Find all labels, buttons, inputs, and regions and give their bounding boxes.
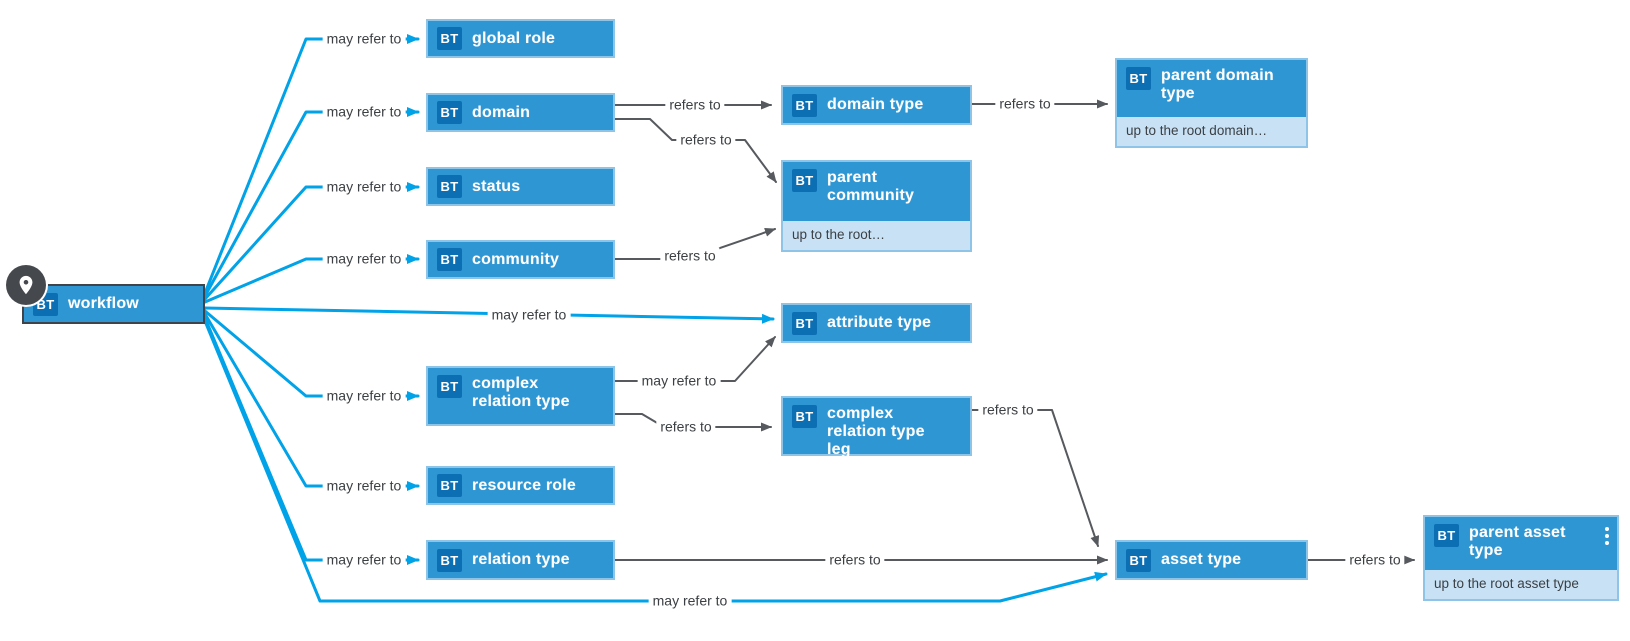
node-label: parent domain type: [1161, 67, 1274, 102]
pin-icon[interactable]: [6, 265, 46, 305]
node-workflow[interactable]: BT workflow: [22, 284, 205, 324]
bt-badge: BT: [1434, 524, 1459, 547]
node-note: up to the root…: [783, 221, 970, 250]
edge-label: may refer to: [487, 306, 571, 324]
node-label: parent asset type: [1469, 524, 1566, 559]
edge-label: may refer to: [322, 103, 406, 121]
node-label: domain: [472, 103, 531, 121]
node-label: workflow: [68, 295, 139, 312]
edge-label: may refer to: [322, 551, 406, 569]
edge-workflow-complex-relation-type[interactable]: [203, 309, 420, 401]
node-label: relation type: [472, 551, 570, 568]
bt-badge: BT: [792, 169, 817, 192]
node-label: domain type: [827, 96, 924, 113]
node-status[interactable]: BT status: [426, 167, 615, 206]
edge-label: refers to: [995, 95, 1055, 113]
edge-label: refers to: [660, 247, 720, 265]
node-label: status: [472, 177, 521, 195]
bt-badge: BT: [437, 548, 462, 572]
node-label: global role: [472, 29, 556, 47]
edge-label: refers to: [1345, 551, 1405, 569]
node-label: attribute type: [827, 314, 932, 331]
node-resource-role[interactable]: BT resource role: [426, 466, 615, 505]
edge-label: may refer to: [322, 178, 406, 196]
node-complex-relation-type-leg[interactable]: BT complex relation type leg: [781, 396, 972, 458]
bt-badge: BT: [437, 101, 462, 124]
edge-workflow-status[interactable]: [203, 182, 420, 301]
bt-badge: BT: [437, 175, 462, 198]
node-parent-community[interactable]: BT parent community up to the root…: [781, 160, 972, 252]
node-relation-type[interactable]: BT relation type: [426, 540, 615, 580]
node-parent-domain-type[interactable]: BT parent domain type up to the root dom…: [1115, 58, 1308, 148]
bt-badge: BT: [437, 474, 462, 497]
edge-complex-relation-type-leg-link[interactable]: [614, 413, 772, 432]
node-label: parent community: [827, 169, 915, 204]
node-label: asset type: [1161, 551, 1242, 568]
node-global-role[interactable]: BT global role: [426, 19, 615, 58]
edge-label: may refer to: [322, 477, 406, 495]
bt-badge: BT: [792, 93, 817, 117]
bt-badge: BT: [437, 375, 462, 398]
bt-badge: BT: [437, 248, 462, 271]
node-label: resource role: [472, 476, 576, 494]
location-pin-glyph: [19, 275, 33, 295]
edge-label: may refer to: [637, 372, 721, 390]
edge-label: refers to: [665, 96, 725, 114]
bt-badge: BT: [1126, 67, 1151, 90]
edge-label: may refer to: [322, 387, 406, 405]
node-domain[interactable]: BT domain: [426, 93, 615, 132]
edge-domain-parent-community[interactable]: [614, 118, 777, 183]
node-label: community: [472, 250, 560, 268]
node-asset-type[interactable]: BT asset type: [1115, 540, 1308, 580]
edge-label: may refer to: [322, 30, 406, 48]
edge-label: refers to: [825, 551, 885, 569]
node-note: up to the root domain…: [1117, 117, 1306, 146]
edge-label: refers to: [656, 418, 716, 436]
edge-label: may refer to: [322, 250, 406, 268]
edge-label: may refer to: [648, 592, 732, 610]
node-attribute-type[interactable]: BT attribute type: [781, 303, 972, 343]
edge-workflow-relation-type[interactable]: [203, 316, 420, 565]
node-note: up to the root asset type: [1425, 570, 1617, 599]
node-community[interactable]: BT community: [426, 240, 615, 279]
bt-badge: BT: [792, 311, 817, 335]
edge-label: refers to: [978, 401, 1038, 419]
bt-badge: BT: [792, 405, 817, 428]
node-complex-relation-type[interactable]: BT complex relation type: [426, 366, 615, 426]
edge-leg-asset-type[interactable]: [971, 409, 1100, 547]
edge-label: refers to: [676, 131, 736, 149]
node-label: complex relation type leg: [827, 405, 925, 458]
bt-badge: BT: [437, 27, 462, 50]
kebab-menu-icon[interactable]: [1605, 527, 1609, 545]
node-label: complex relation type: [472, 375, 570, 410]
node-parent-asset-type[interactable]: BT parent asset type up to the root asse…: [1423, 515, 1619, 601]
bt-badge: BT: [1126, 548, 1151, 572]
edge-workflow-domain[interactable]: [203, 107, 420, 298]
node-domain-type[interactable]: BT domain type: [781, 85, 972, 125]
